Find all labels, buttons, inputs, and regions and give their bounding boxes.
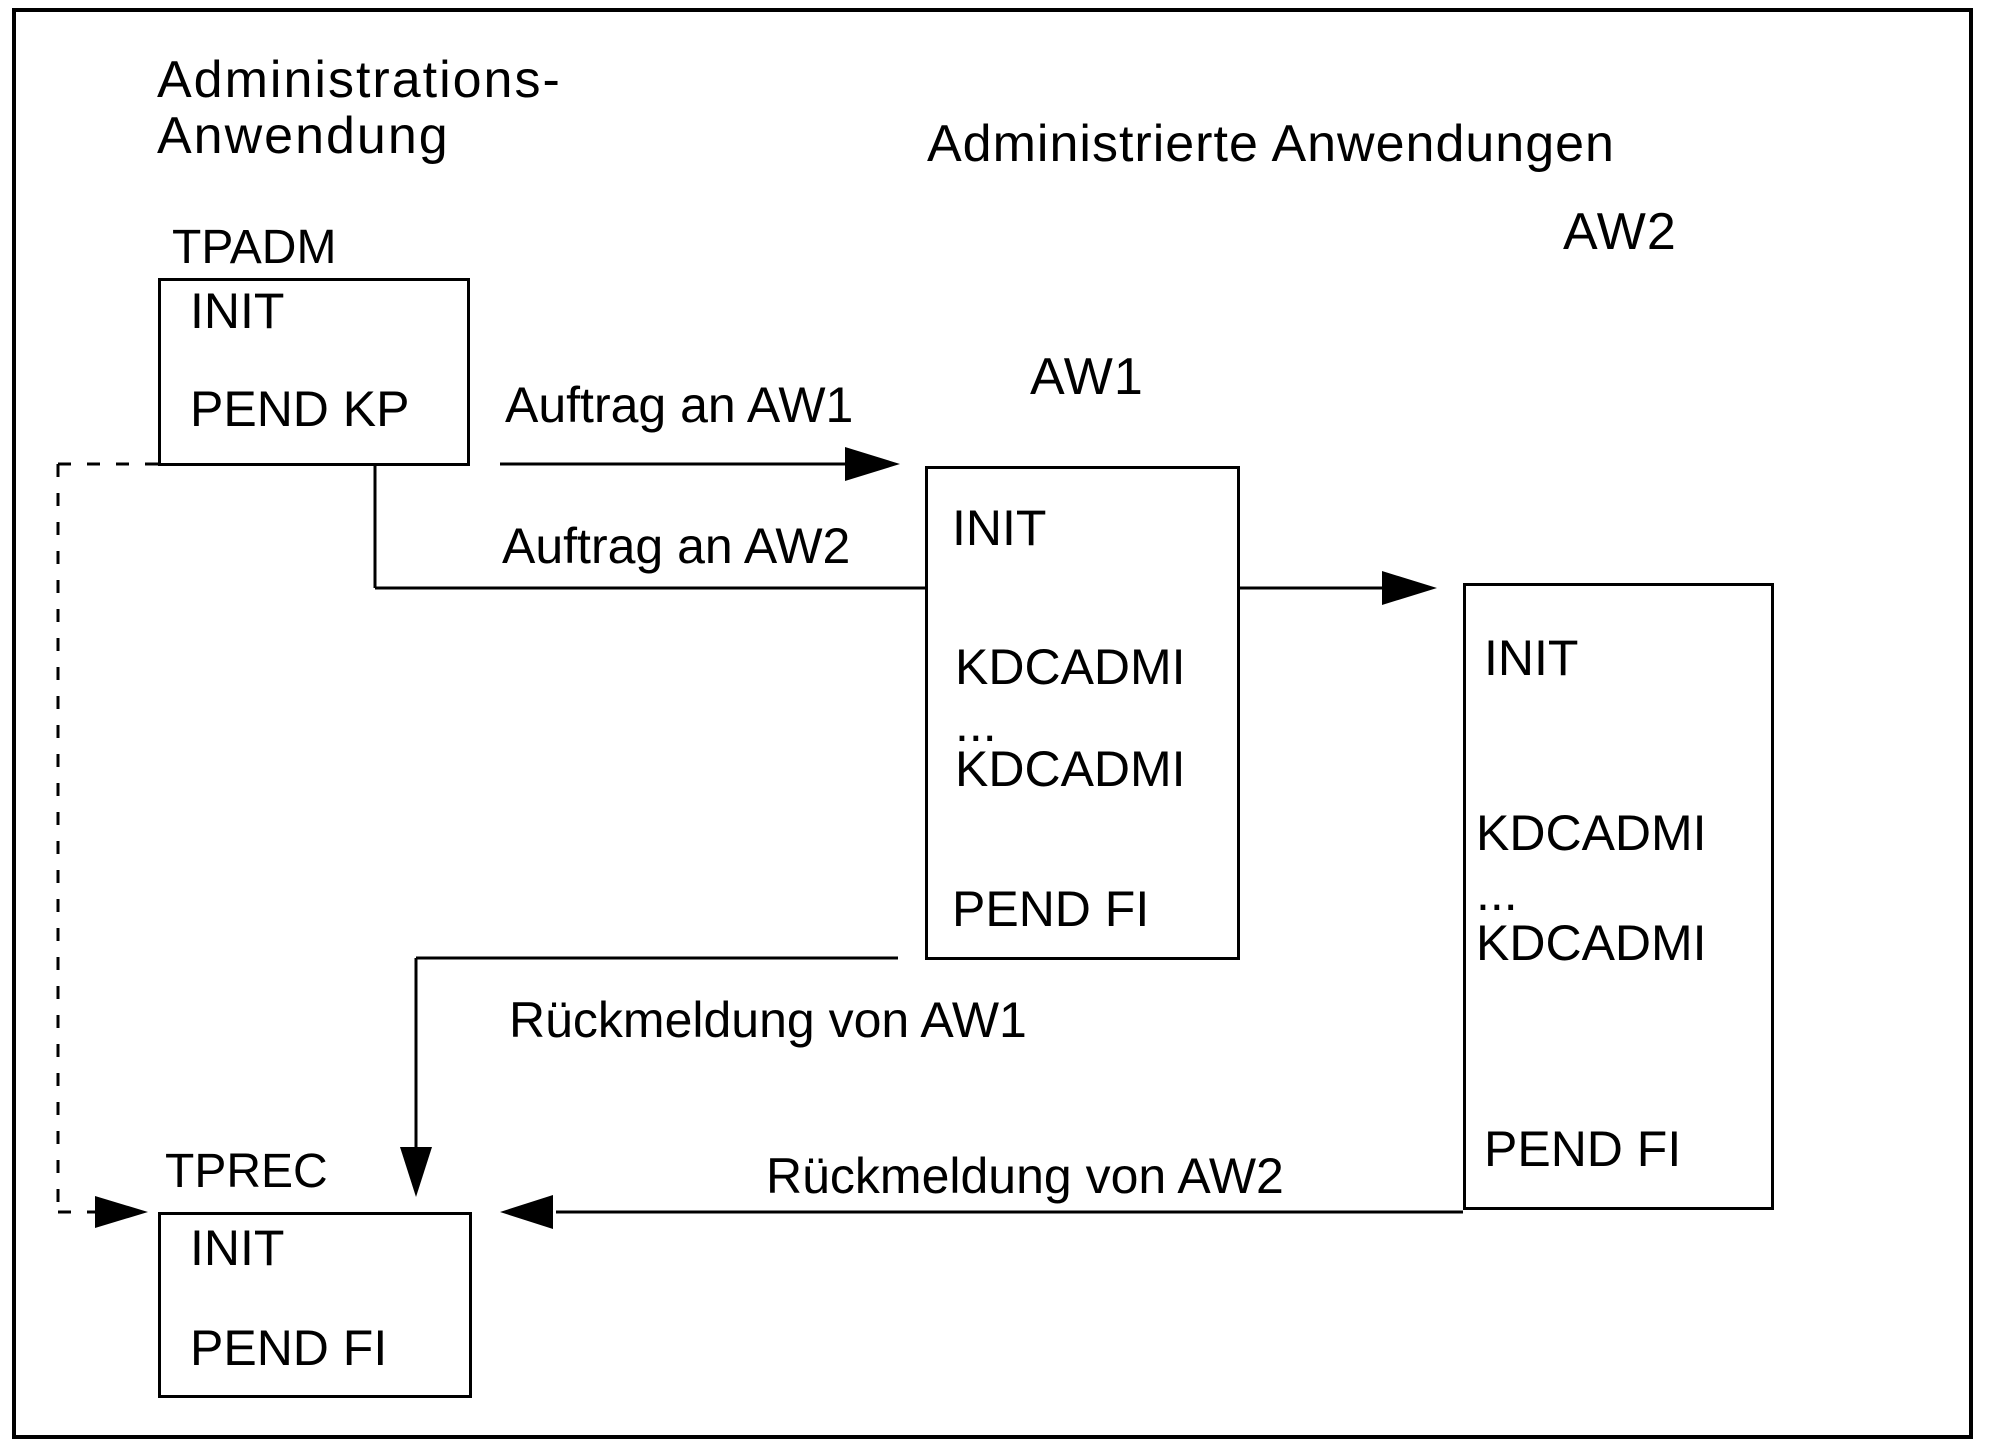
aw2-kdcadmi2: KDCADMI bbox=[1476, 915, 1707, 971]
node-aw1 bbox=[925, 466, 1240, 960]
aw1-kdcadmi2: KDCADMI bbox=[955, 741, 1186, 797]
arrowhead-right-icon bbox=[1382, 571, 1437, 605]
node-tpadm bbox=[158, 278, 470, 466]
label-rueckmeldung-aw1: Rückmeldung von AW1 bbox=[509, 992, 1027, 1048]
heading-administrierte-anwendungen: Administrierte Anwendungen bbox=[927, 115, 1615, 173]
label-tprec: TPREC bbox=[165, 1145, 328, 1198]
arrowhead-right-icon bbox=[845, 447, 900, 481]
tpadm-pend-kp: PEND KP bbox=[190, 381, 410, 437]
label-rueckmeldung-aw2: Rückmeldung von AW2 bbox=[766, 1148, 1284, 1204]
node-aw2 bbox=[1463, 583, 1774, 1210]
arrow-rueckmeldung-von-aw1 bbox=[400, 956, 898, 1197]
aw1-kdcadmi1: KDCADMI bbox=[955, 639, 1186, 695]
arrow-dashed-tpadm-tprec bbox=[56, 462, 158, 1228]
label-auftrag-an-aw2: Auftrag an AW2 bbox=[502, 518, 851, 574]
aw1-init: INIT bbox=[952, 500, 1047, 556]
arrowhead-down-icon bbox=[400, 1147, 432, 1197]
label-tpadm: TPADM bbox=[172, 221, 337, 274]
arrowhead-right-icon bbox=[95, 1196, 148, 1228]
label-auftrag-an-aw1: Auftrag an AW1 bbox=[505, 377, 854, 433]
label-aw2: AW2 bbox=[1563, 203, 1677, 261]
aw2-kdcadmi1: KDCADMI bbox=[1476, 805, 1707, 861]
tprec-pend-fi: PEND FI bbox=[190, 1320, 388, 1376]
label-aw1: AW1 bbox=[1030, 348, 1144, 406]
heading-admin-anwendung-line2: Anwendung bbox=[157, 107, 450, 165]
aw1-ellipsis: ... bbox=[955, 696, 997, 752]
aw1-pend-fi: PEND FI bbox=[952, 881, 1150, 937]
arrow-rueckmeldung-von-aw2 bbox=[500, 1195, 1463, 1229]
arrowhead-left-icon bbox=[500, 1195, 553, 1229]
aw2-pend-fi: PEND FI bbox=[1484, 1121, 1682, 1177]
node-tprec bbox=[158, 1212, 472, 1398]
tpadm-init: INIT bbox=[190, 283, 285, 339]
aw2-ellipsis: ... bbox=[1476, 865, 1518, 921]
tprec-init: INIT bbox=[190, 1220, 285, 1276]
arrow-auftrag-an-aw1 bbox=[500, 447, 900, 481]
arrow-auftrag-an-aw2 bbox=[373, 466, 1437, 605]
aw2-init: INIT bbox=[1484, 630, 1579, 686]
heading-admin-anwendung-line1: Administrations- bbox=[157, 51, 562, 109]
